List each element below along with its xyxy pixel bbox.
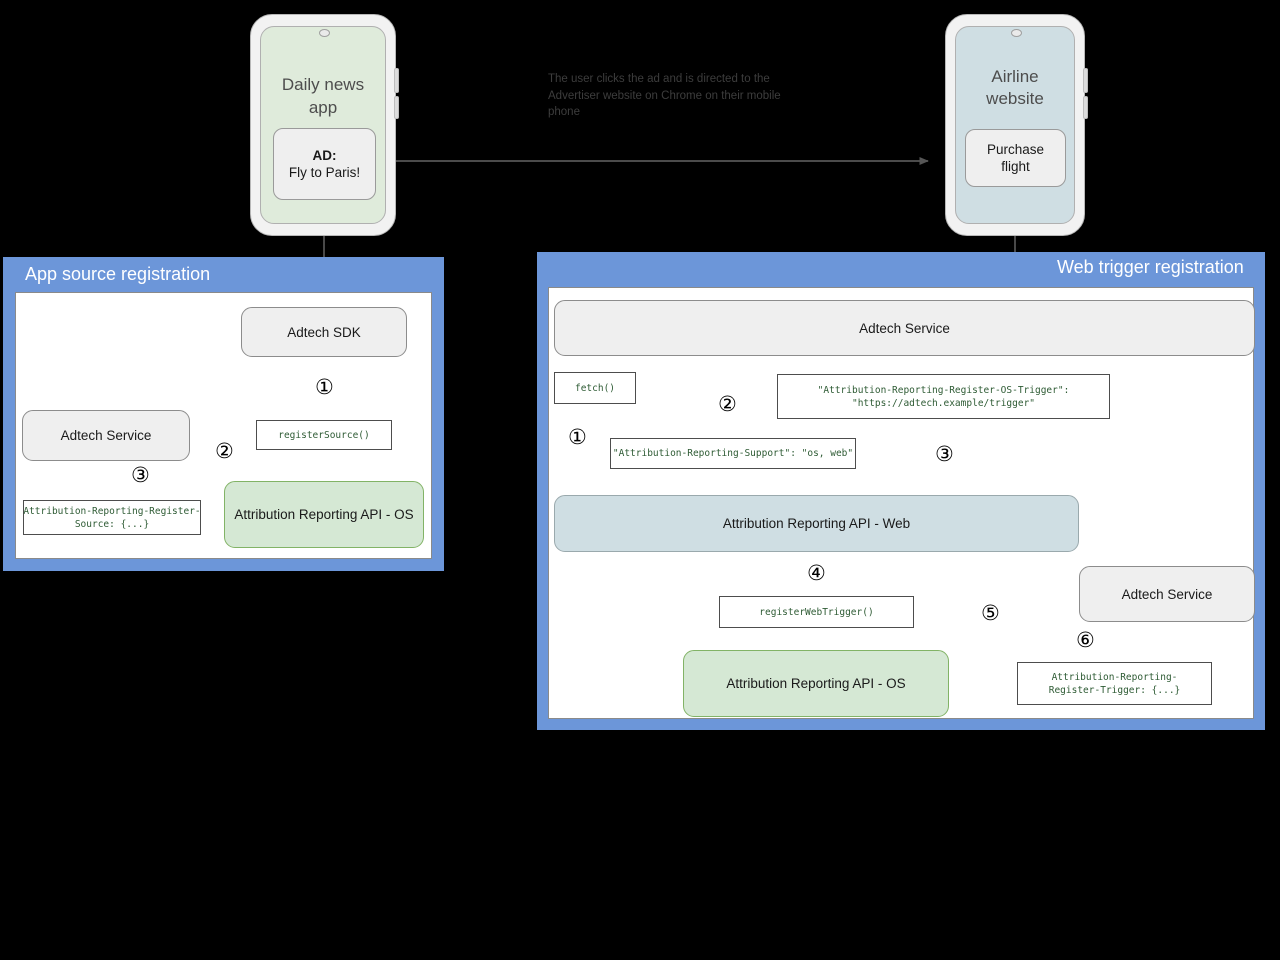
- phone-right-power-button: [1083, 96, 1088, 119]
- panel-web-trigger-registration-title: Web trigger registration: [1057, 257, 1244, 277]
- ad-card-label: AD:: [313, 147, 337, 164]
- node-ar-api-os-right[interactable]: Attribution Reporting API - OS: [683, 650, 949, 717]
- ad-card-line2: Fly to Paris!: [288, 165, 361, 180]
- ad-card[interactable]: AD: Fly to Paris!: [273, 128, 376, 200]
- purchase-card-line2: flight: [1001, 159, 1030, 174]
- flow-caption: The user clicks the ad and is directed t…: [548, 73, 781, 118]
- os-trigger-header-line1: "Attribution-Reporting-Register-OS-Trigg…: [817, 384, 1070, 396]
- node-fetch: fetch(): [554, 372, 636, 404]
- phone-left-volume-button: [394, 68, 399, 93]
- node-register-trigger-header: Attribution-Reporting- Register-Trigger:…: [1017, 662, 1212, 705]
- camera-icon: [1011, 29, 1022, 37]
- step-marker-3-right: ③: [935, 442, 954, 466]
- phone-right-volume-button: [1083, 68, 1088, 93]
- trigger-header-line1: Attribution-Reporting-: [1051, 671, 1178, 683]
- phone-left: Daily news app AD: Fly to Paris!: [250, 14, 396, 236]
- node-os-trigger-header: "Attribution-Reporting-Register-OS-Trigg…: [777, 374, 1110, 419]
- step-marker-1-left: ①: [315, 375, 334, 399]
- node-register-web-trigger: registerWebTrigger(): [719, 596, 914, 628]
- step-marker-6-right: ⑥: [1076, 628, 1095, 652]
- os-trigger-header-line2: "https://adtech.example/trigger": [851, 397, 1036, 409]
- phone-right-title-line1: Airline: [991, 67, 1039, 86]
- step-marker-5-right: ⑤: [981, 601, 1000, 625]
- step-marker-4-right: ④: [807, 561, 826, 585]
- node-attribution-reporting-support-header: "Attribution-Reporting-Support": "os, we…: [610, 438, 856, 469]
- purchase-card-line1: Purchase: [986, 142, 1045, 157]
- camera-icon: [319, 29, 330, 37]
- phone-left-power-button: [394, 96, 399, 119]
- node-register-source: registerSource(): [256, 420, 392, 450]
- node-register-source-header: Attribution-Reporting-Register- Source: …: [23, 500, 201, 535]
- node-adtech-service-left[interactable]: Adtech Service: [22, 410, 190, 461]
- node-adtech-sdk[interactable]: Adtech SDK: [241, 307, 407, 357]
- phone-right-title-line2: website: [986, 89, 1044, 108]
- trigger-header-line2: Register-Trigger: {...}: [1048, 684, 1181, 696]
- phone-right: Airline website Purchase flight: [945, 14, 1085, 236]
- header-line2: Source: {...}: [74, 518, 150, 530]
- phone-left-title-line2: app: [308, 98, 338, 117]
- step-marker-2-left: ②: [215, 439, 234, 463]
- ad-card-line1: AD:: [312, 148, 337, 163]
- step-marker-2-right: ②: [718, 392, 737, 416]
- step-marker-1-right: ①: [568, 425, 587, 449]
- phone-right-screen: [955, 26, 1075, 224]
- node-ar-api-os-left[interactable]: Attribution Reporting API - OS: [224, 481, 424, 548]
- node-adtech-service-bottom-right[interactable]: Adtech Service: [1079, 566, 1255, 622]
- purchase-flight-card[interactable]: Purchase flight: [965, 129, 1066, 187]
- node-ar-api-web[interactable]: Attribution Reporting API - Web: [554, 495, 1079, 552]
- header-line1: Attribution-Reporting-Register-: [23, 505, 201, 517]
- phone-left-title-line1: Daily news: [281, 75, 365, 94]
- node-adtech-service-top-right[interactable]: Adtech Service: [554, 300, 1255, 356]
- step-marker-3-left: ③: [131, 463, 150, 487]
- panel-app-source-registration-title: App source registration: [25, 264, 211, 284]
